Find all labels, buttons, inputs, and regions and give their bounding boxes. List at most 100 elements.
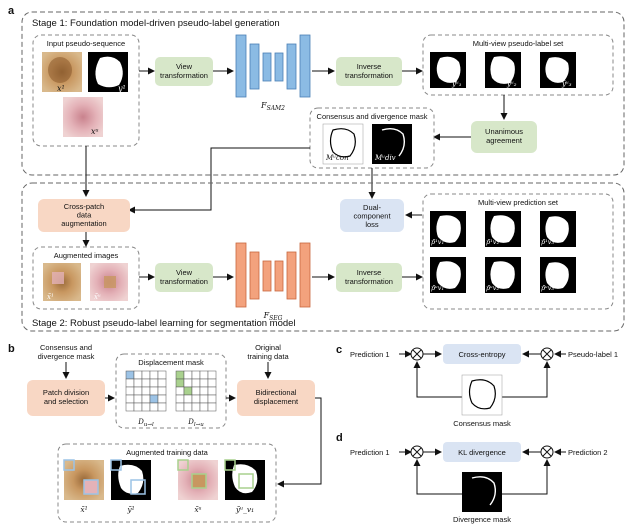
kl-divergence-label: KL divergence xyxy=(458,448,506,457)
c-prediction-label: Prediction 1 xyxy=(350,350,390,359)
patch-division-box xyxy=(27,380,105,416)
grid-cell xyxy=(199,402,209,412)
sam2-network xyxy=(235,34,311,98)
unanimous-agreement-box xyxy=(471,121,537,153)
pred-label-4: p̃ᵘv₁ xyxy=(431,283,444,292)
grid-cell xyxy=(141,370,151,380)
pred-label-1: p̃¹v₁ xyxy=(431,237,444,246)
c-consensus-mask-label: Consensus mask xyxy=(453,419,511,428)
grid-cell xyxy=(191,370,201,380)
pseudolabel-masks xyxy=(430,52,576,88)
input-image-unlabeled xyxy=(63,97,103,137)
aug-label-1: x̃¹ xyxy=(47,292,54,301)
grid-cell xyxy=(157,402,167,412)
augmented-training-title: Augmented training data xyxy=(126,448,209,457)
prediction-set-title: Multi-view prediction set xyxy=(478,198,559,207)
panel-label-c: c xyxy=(336,344,342,356)
inverse-transformation-box-2 xyxy=(336,263,402,292)
augmented-training-images xyxy=(63,459,265,500)
f-sam2-label: FSAM2 xyxy=(260,101,285,112)
grid-cell xyxy=(125,386,135,396)
d-prediction1-label: Prediction 1 xyxy=(350,448,390,457)
stage2-title: Stage 2: Robust pseudo-label learning fo… xyxy=(32,318,296,329)
grid-cell xyxy=(141,402,151,412)
mv-label-2: ŷᵘ₂ xyxy=(506,80,517,88)
view-transformation-box-1 xyxy=(155,57,213,86)
grid-cell xyxy=(141,394,151,404)
grid-cell xyxy=(141,378,151,388)
grid-cell xyxy=(157,370,167,380)
grid-cell xyxy=(183,378,193,388)
grid-cell xyxy=(149,394,159,404)
divergence-mask-image xyxy=(372,124,412,164)
xu-symbol: xᵘ xyxy=(91,127,99,136)
input-sequence-title: Input pseudo-sequence xyxy=(47,39,125,48)
consensus-divergence-title: Consensus and divergence mask xyxy=(317,112,428,121)
stage1-title: Stage 1: Foundation model-driven pseudo-… xyxy=(32,18,280,29)
grid-cell xyxy=(183,386,193,396)
grid-cell xyxy=(175,402,185,412)
displacement-grid-l-to-u xyxy=(175,370,217,412)
mv-label-3: ŷᵘ₃ xyxy=(561,80,572,88)
grid-cell xyxy=(207,370,217,380)
grid-cell xyxy=(157,394,167,404)
augmented-images-box xyxy=(32,246,140,310)
augmented-training-box xyxy=(57,443,277,523)
d-prediction2-label: Prediction 2 xyxy=(568,448,608,457)
pred-label-3: p̃¹v₃ xyxy=(541,237,554,246)
prediction-masks xyxy=(430,211,576,293)
grid-cell xyxy=(125,370,135,380)
grid-cell xyxy=(183,394,193,404)
grid-cell xyxy=(199,378,209,388)
grid-cell xyxy=(199,386,209,396)
b-aug-label-4: ỹᵘ_v₁ xyxy=(235,505,254,514)
grid-cell xyxy=(149,386,159,396)
grid-cell xyxy=(191,378,201,388)
grid-cell xyxy=(175,378,185,388)
cross-entropy-box xyxy=(443,344,521,364)
kl-divergence-box xyxy=(443,442,521,462)
grid-cell xyxy=(125,394,135,404)
grid-cell xyxy=(183,402,193,412)
x1-symbol: x¹ xyxy=(57,84,65,93)
b-aug-label-2: ỹ¹ xyxy=(126,505,134,514)
grid-cell xyxy=(157,378,167,388)
grid-cell xyxy=(175,386,185,396)
stage1-frame xyxy=(21,11,625,176)
grid-cell xyxy=(191,386,201,396)
grid-cell xyxy=(207,386,217,396)
panel-label-d: d xyxy=(336,432,343,444)
displacement-grid-u-to-l xyxy=(125,370,167,412)
mv-label-1: ŷᵘ₁ xyxy=(451,80,462,88)
grid-cell xyxy=(133,386,143,396)
grid-cell xyxy=(175,370,185,380)
f-seg-label: FSEG xyxy=(263,311,283,322)
grid-cell xyxy=(149,370,159,380)
augmented-images-title: Augmented images xyxy=(54,251,119,260)
bidirectional-box xyxy=(237,380,315,416)
b-aug-label-1: x̃¹ xyxy=(80,505,87,514)
displacement-mask-box xyxy=(115,353,227,429)
y1-symbol: y¹ xyxy=(117,84,126,93)
grid-cell xyxy=(191,394,201,404)
grid-cell xyxy=(191,402,201,412)
grid-cell xyxy=(175,394,185,404)
panel-label-b: b xyxy=(8,343,15,355)
grid-cell xyxy=(133,378,143,388)
multiview-pseudolabel-title: Multi-view pseudo-label set xyxy=(473,39,564,48)
grid-cell xyxy=(207,394,217,404)
m-div-symbol: Mᵘdiv xyxy=(374,154,396,162)
grid-cell xyxy=(149,402,159,412)
d-divergence-mask-label: Divergence mask xyxy=(453,515,511,524)
grid-cell xyxy=(199,370,209,380)
grid-cell xyxy=(141,386,151,396)
aug-label-2: x̃ᵘ xyxy=(94,292,101,301)
stage2-frame xyxy=(21,182,625,332)
